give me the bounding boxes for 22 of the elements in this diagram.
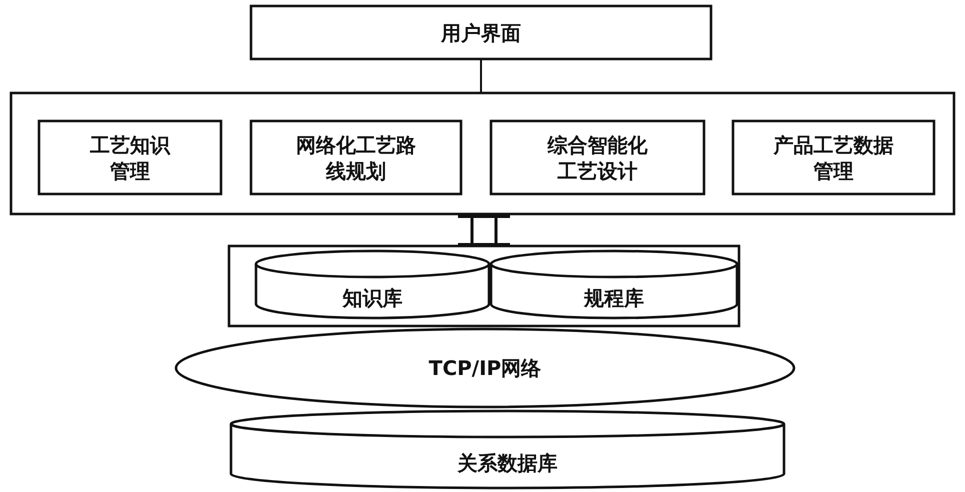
node-label: 网络化工艺路线规划 bbox=[295, 132, 417, 184]
node-label: 综合智能化工艺设计 bbox=[546, 132, 648, 184]
network-ellipse bbox=[175, 328, 795, 408]
node-label: 知识库 bbox=[342, 285, 402, 311]
node-label: 用户界面 bbox=[441, 20, 521, 46]
node-label: TCP/IP网络 bbox=[428, 355, 542, 381]
database-cylinder bbox=[255, 250, 490, 318]
connector-line bbox=[480, 60, 482, 92]
module-box bbox=[732, 120, 935, 195]
node-label: 工艺知识管理 bbox=[89, 132, 172, 184]
module-box bbox=[490, 120, 705, 195]
module-box bbox=[38, 120, 222, 195]
database-cylinder bbox=[490, 250, 738, 318]
node-label: 规程库 bbox=[584, 285, 644, 311]
interface-box bbox=[250, 5, 712, 60]
node-label: 产品工艺数据管理 bbox=[772, 132, 894, 184]
module-panel bbox=[10, 92, 955, 215]
database-cylinder bbox=[230, 410, 785, 488]
bus-connector bbox=[456, 214, 512, 247]
node-label: 关系数据库 bbox=[458, 450, 558, 476]
database-panel bbox=[228, 245, 740, 327]
module-box bbox=[250, 120, 462, 195]
